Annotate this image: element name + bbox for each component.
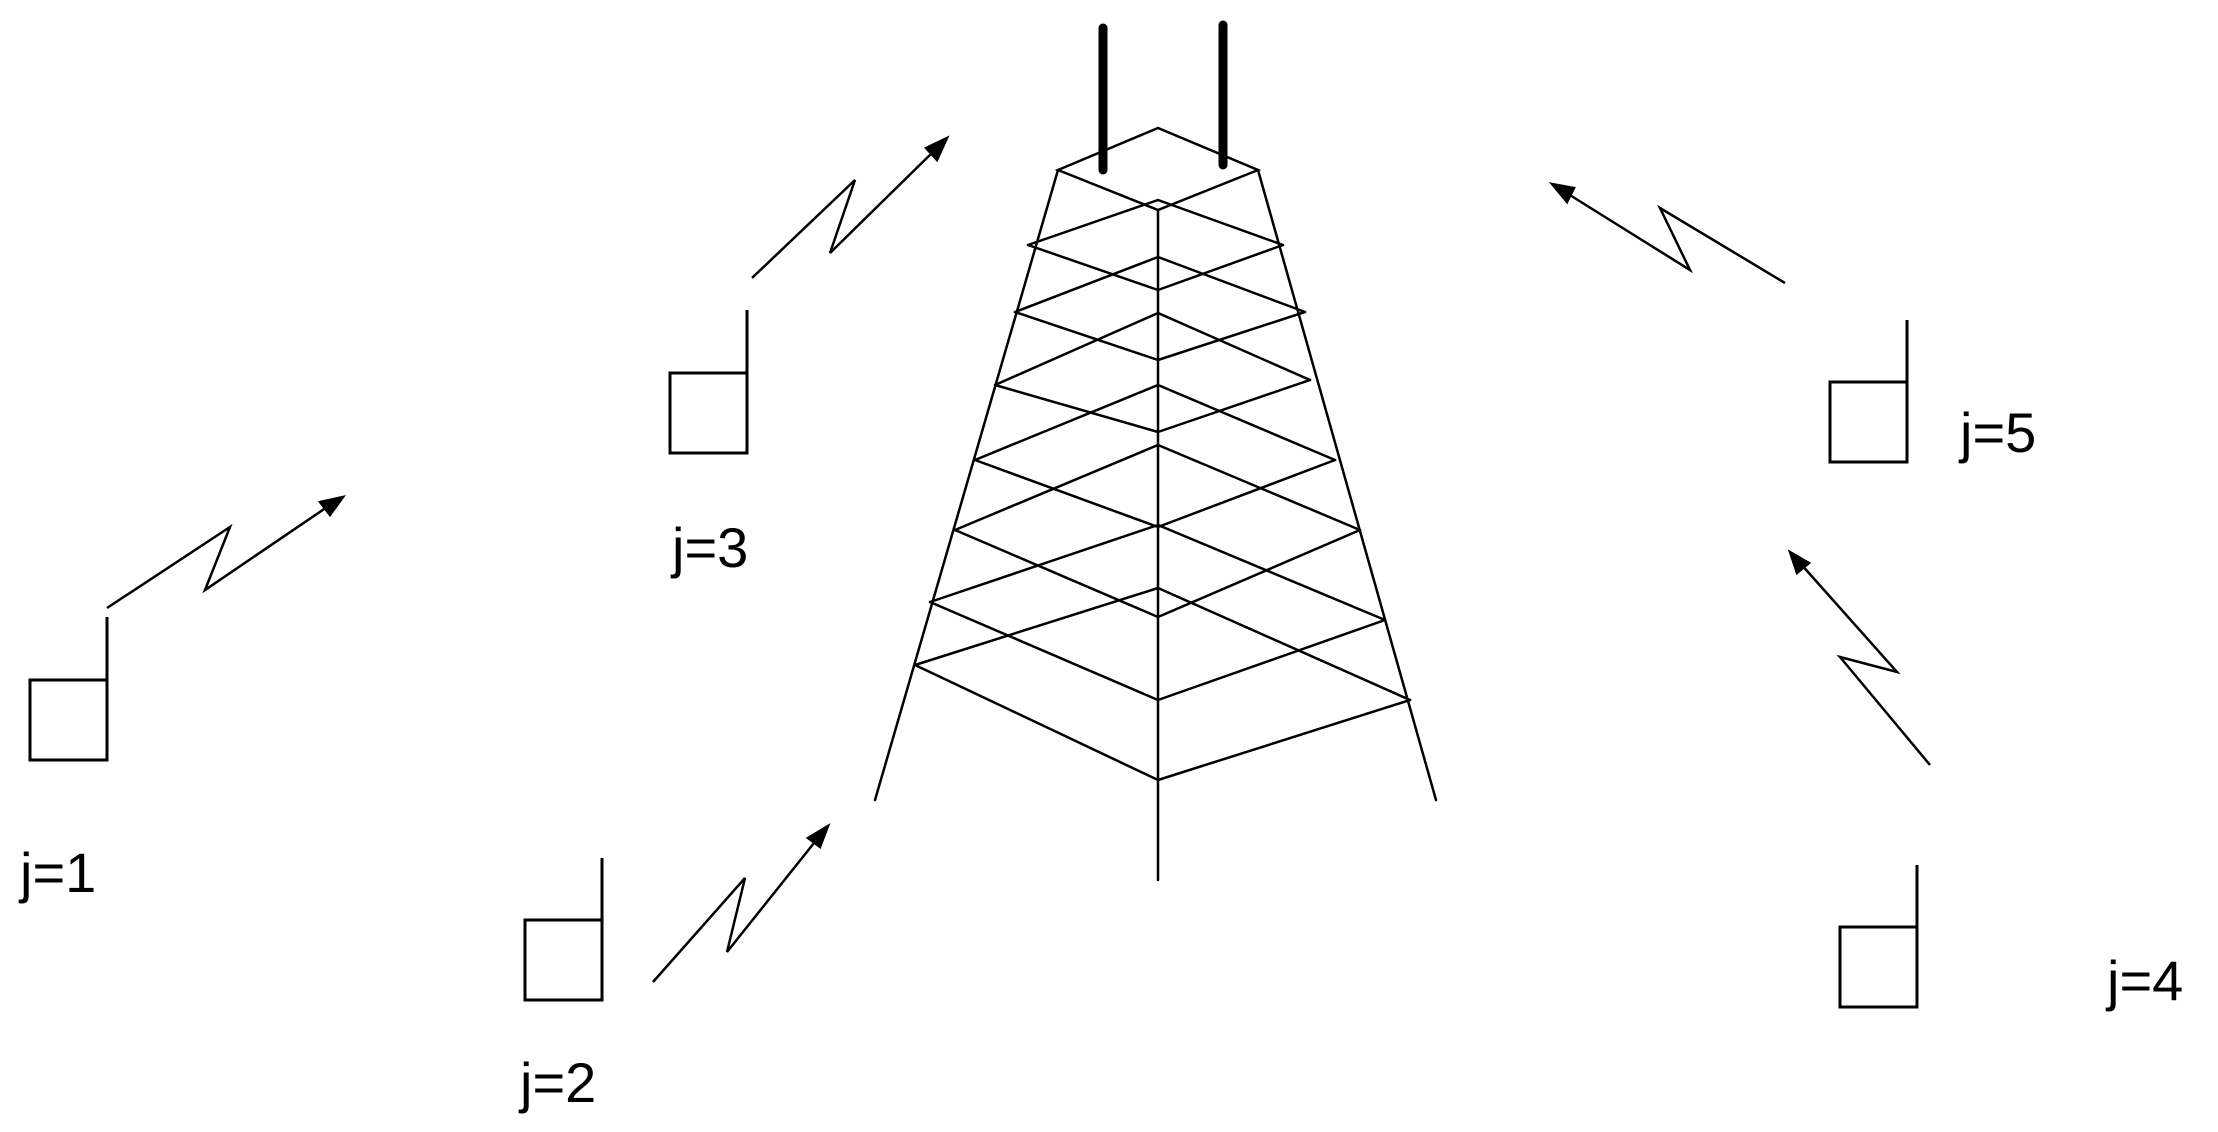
base-station-tower — [873, 20, 1438, 882]
device-5-label: j=5 — [1960, 401, 2037, 464]
tower-leg-right — [1256, 168, 1438, 802]
device-4-label: j=4 — [2107, 949, 2184, 1012]
mobile-device-5-icon — [1828, 320, 1909, 464]
radio-link-4-icon — [1787, 549, 1931, 766]
device-2-label: j=2 — [520, 1051, 597, 1114]
radio-link-2-icon — [652, 823, 831, 983]
radio-link-5-icon — [1548, 182, 1786, 285]
tower-leg-left — [873, 168, 1060, 802]
mobile-device-2-icon — [523, 858, 604, 1002]
tower-lattice — [913, 198, 1412, 782]
device-1-label: j=1 — [20, 841, 97, 904]
mobile-device-1-icon — [28, 617, 109, 762]
radio-link-1-icon — [106, 495, 346, 610]
mobile-device-3-icon — [668, 310, 749, 455]
device-3-label: j=3 — [672, 516, 749, 579]
tower-top-platform — [1054, 126, 1262, 212]
radio-link-3-icon — [751, 135, 950, 279]
mobile-device-4-icon — [1838, 865, 1919, 1009]
